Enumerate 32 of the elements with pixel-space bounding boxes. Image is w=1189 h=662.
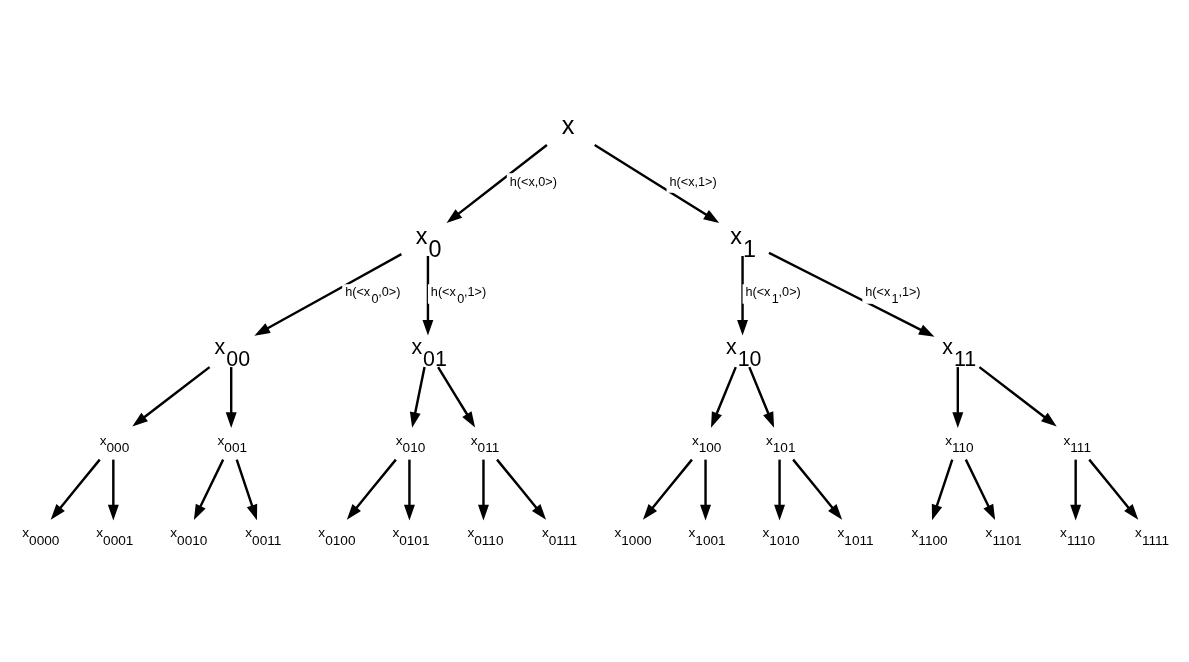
- arrow: [225, 367, 237, 428]
- arrow: [107, 459, 119, 521]
- arrow: [642, 458, 693, 520]
- arrow: [1070, 459, 1082, 521]
- arrow: [978, 366, 1057, 427]
- edge-label: h(<x,0>): [509, 175, 557, 190]
- arrow: [774, 459, 786, 521]
- arrow: [496, 458, 547, 520]
- arrow: [792, 458, 843, 520]
- arrow: [193, 459, 225, 521]
- arrow: [254, 253, 402, 336]
- arrow: [768, 251, 935, 337]
- arrow: [437, 366, 476, 428]
- arrow: [409, 366, 426, 428]
- arrow: [478, 459, 489, 521]
- arrow: [346, 458, 397, 520]
- node-text: x: [561, 110, 575, 139]
- arrow: [700, 459, 711, 521]
- arrow: [235, 459, 258, 521]
- arrow: [748, 366, 775, 428]
- arrow: [50, 458, 101, 520]
- arrow: [422, 256, 434, 336]
- arrow: [737, 256, 748, 336]
- arrow: [711, 366, 737, 428]
- edge-label: h(<x,1>): [669, 175, 717, 190]
- arrow: [403, 459, 415, 521]
- arrow: [964, 459, 996, 521]
- arrow: [132, 366, 211, 427]
- arrow: [1088, 458, 1139, 520]
- arrow: [931, 459, 954, 521]
- arrow: [446, 144, 548, 224]
- arrow: [952, 367, 964, 428]
